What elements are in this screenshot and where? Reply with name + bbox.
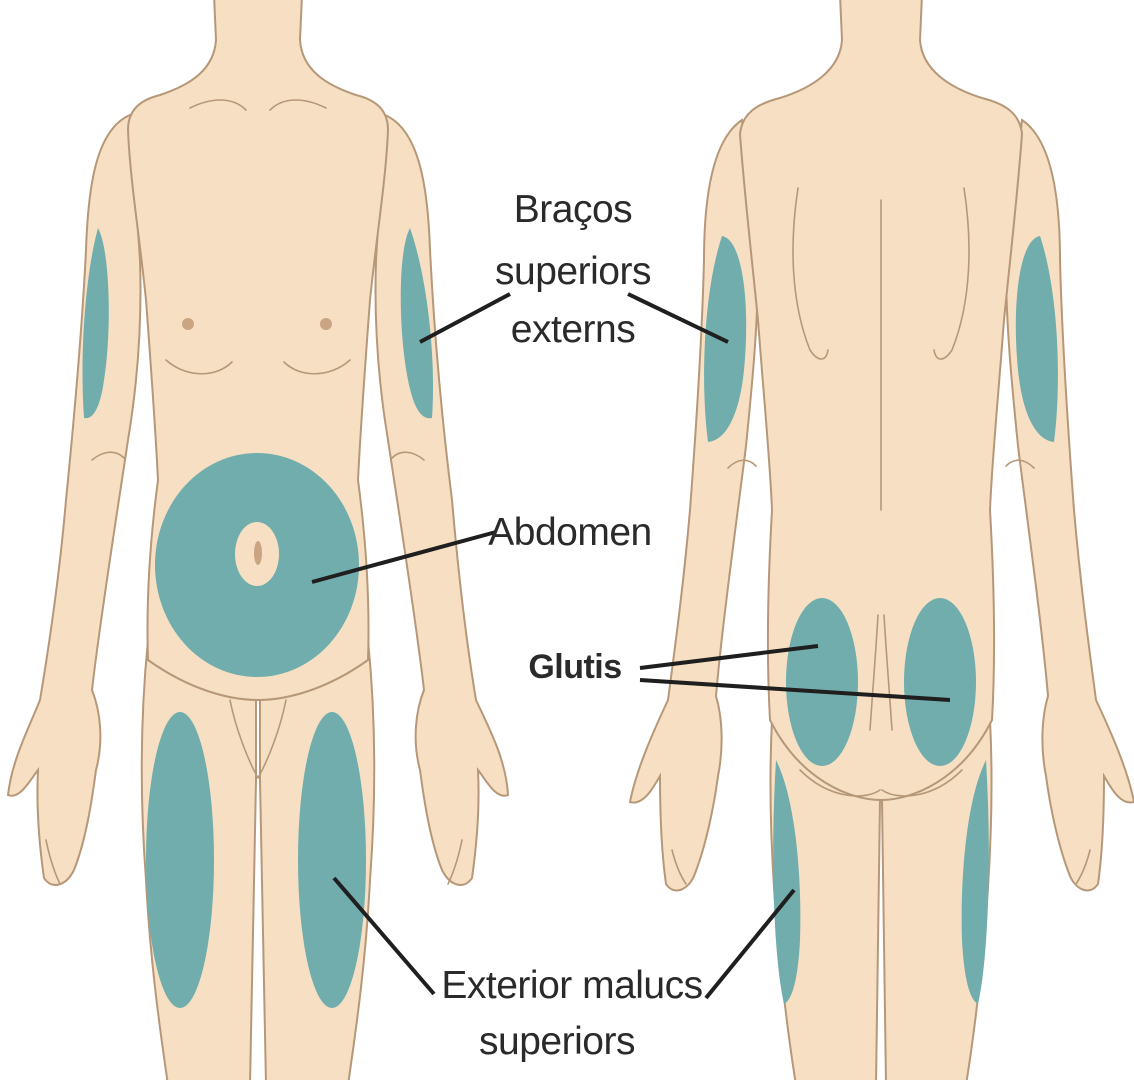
zone-right-buttock <box>904 598 976 766</box>
front-left-arm <box>8 115 141 885</box>
back-body <box>630 0 1134 1080</box>
front-left-nipple <box>182 318 194 330</box>
back-right-arm <box>1006 120 1134 890</box>
labels: Braços superiors externs Abdomen Glutis … <box>441 188 702 1063</box>
label-upper-arms-line3: externs <box>511 308 635 351</box>
zone-front-left-thigh <box>146 712 214 1008</box>
label-upper-arms-line1: Braços <box>514 188 632 231</box>
label-thighs-line1: Exterior malucs <box>441 964 702 1007</box>
back-left-arm <box>630 120 758 890</box>
front-right-arm <box>376 115 509 885</box>
zone-left-buttock <box>786 598 858 766</box>
zone-front-right-thigh <box>298 712 366 1008</box>
navel <box>254 541 262 565</box>
label-abdomen: Abdomen <box>488 511 651 554</box>
front-right-nipple <box>320 318 332 330</box>
label-upper-arms-line2: superiors <box>495 250 651 293</box>
label-thighs-line2: superiors <box>479 1020 635 1063</box>
label-buttocks: Glutis <box>528 648 621 686</box>
